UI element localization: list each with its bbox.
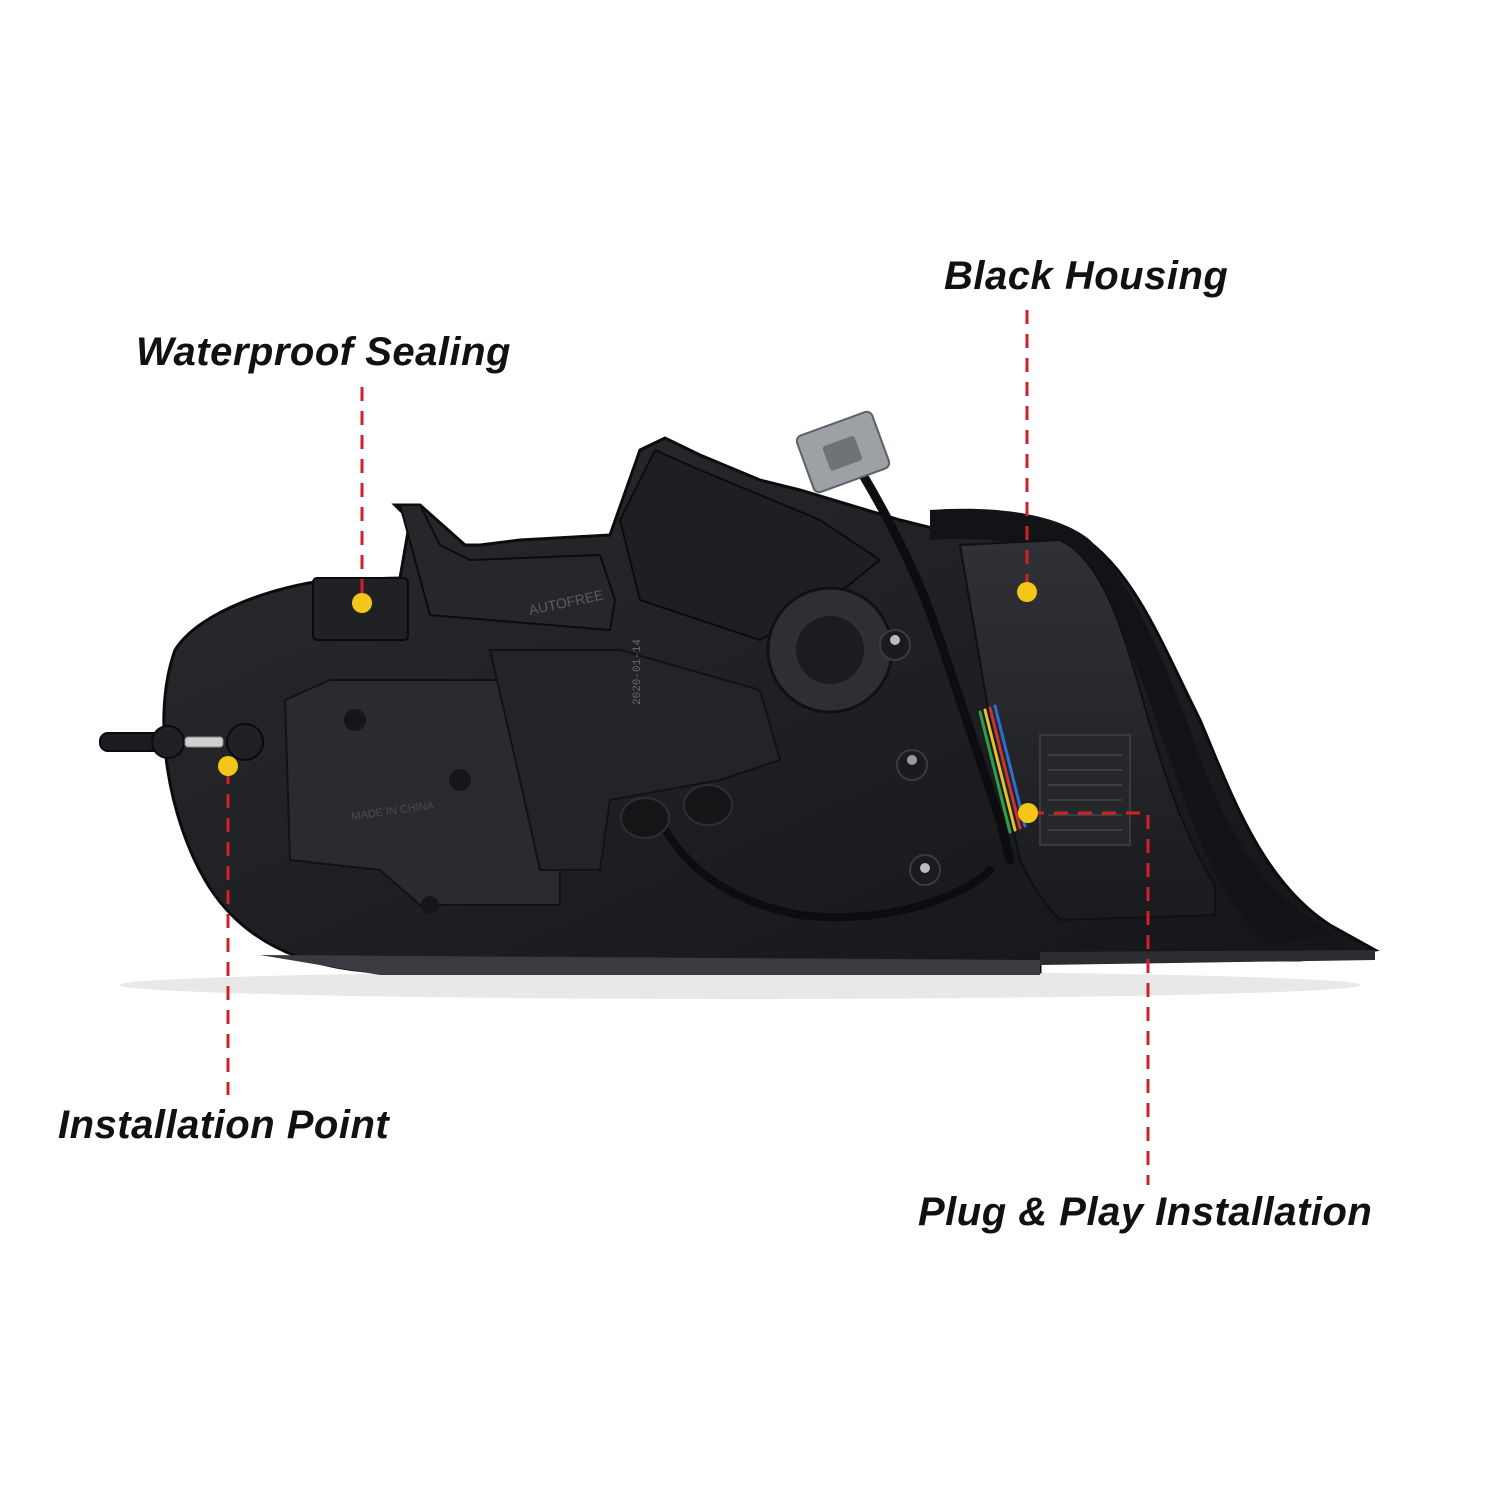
installation-stud [99,723,264,761]
date-stamp: 2020-01-14 [632,639,644,705]
connector-plug [795,410,891,494]
marker-dot-plug [1018,803,1038,823]
marker-dot-housing [1017,582,1037,602]
bottom-edge-right [1040,950,1375,965]
callout-black-housing: Black Housing [944,254,1229,298]
raised-panel-center [488,649,782,871]
marker-dot-waterproof [352,593,372,613]
top-bracket [398,504,617,632]
leader-line-plug [1030,811,1150,1185]
bulb-socket-center [796,616,864,684]
lens-rim [930,508,1330,945]
leader-lines [226,310,1150,1185]
floor-shadow [120,971,1360,999]
mounting-studs [344,629,941,914]
sticker-lines [1048,754,1122,831]
raised-panel-left [283,679,561,906]
rubber-grommets [620,784,733,839]
marker-dots [218,582,1038,823]
marker-dot-installation [218,756,238,776]
callout-installation-point: Installation Point [58,1103,390,1147]
wiring-harness [656,465,1027,922]
callout-plug-and-play: Plug & Play Installation [918,1190,1373,1234]
label-sticker [1039,734,1131,846]
bottom-edge [260,955,1040,975]
callout-waterproof-sealing: Waterproof Sealing [136,330,511,374]
